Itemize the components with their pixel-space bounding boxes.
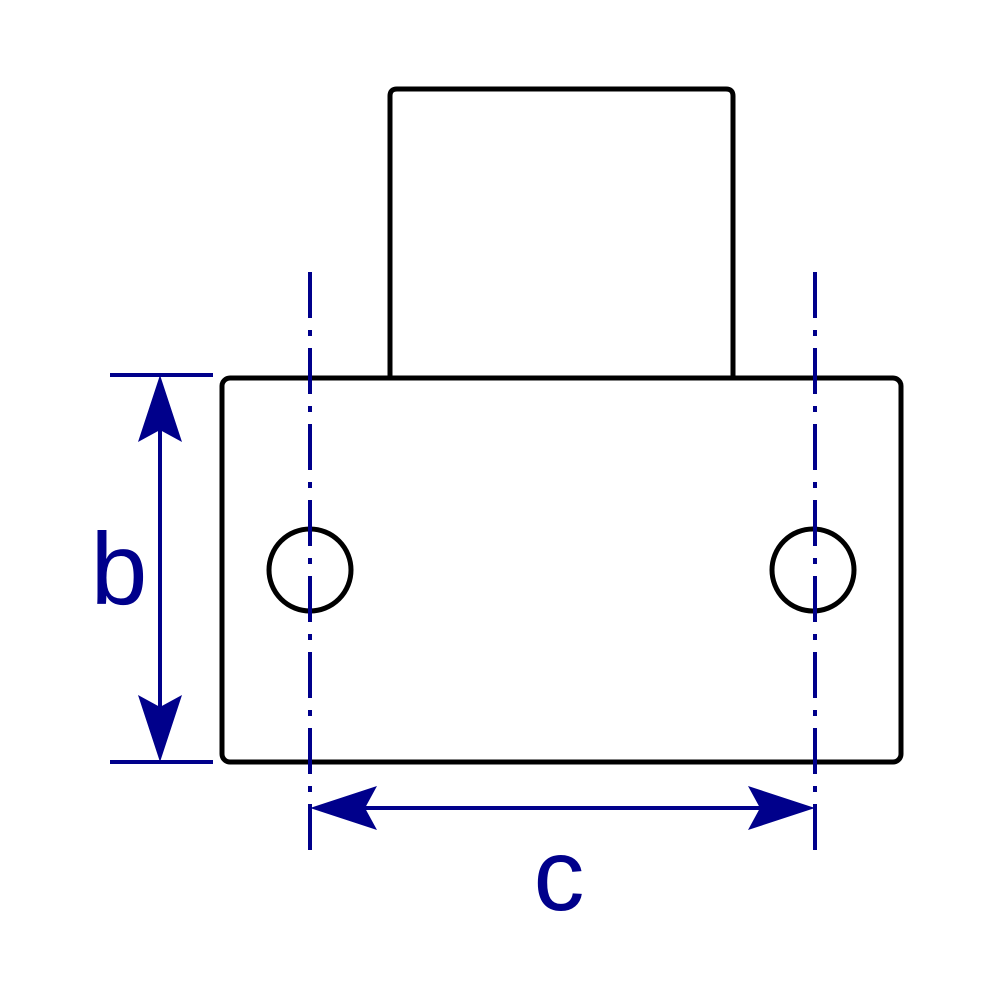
- dimension-b: b: [91, 373, 213, 764]
- arrow-down-icon: [138, 695, 182, 762]
- centerlines: [308, 272, 817, 862]
- arrow-left-icon: [310, 786, 377, 830]
- part-outline: [219, 86, 904, 765]
- upright-tube: [387, 86, 736, 378]
- dimension-c: c: [310, 786, 815, 932]
- dimension-label-b: b: [91, 512, 148, 626]
- arrow-right-icon: [748, 786, 815, 830]
- dimension-label-c: c: [534, 818, 585, 932]
- base-plate: [219, 375, 904, 765]
- arrow-up-icon: [138, 375, 182, 442]
